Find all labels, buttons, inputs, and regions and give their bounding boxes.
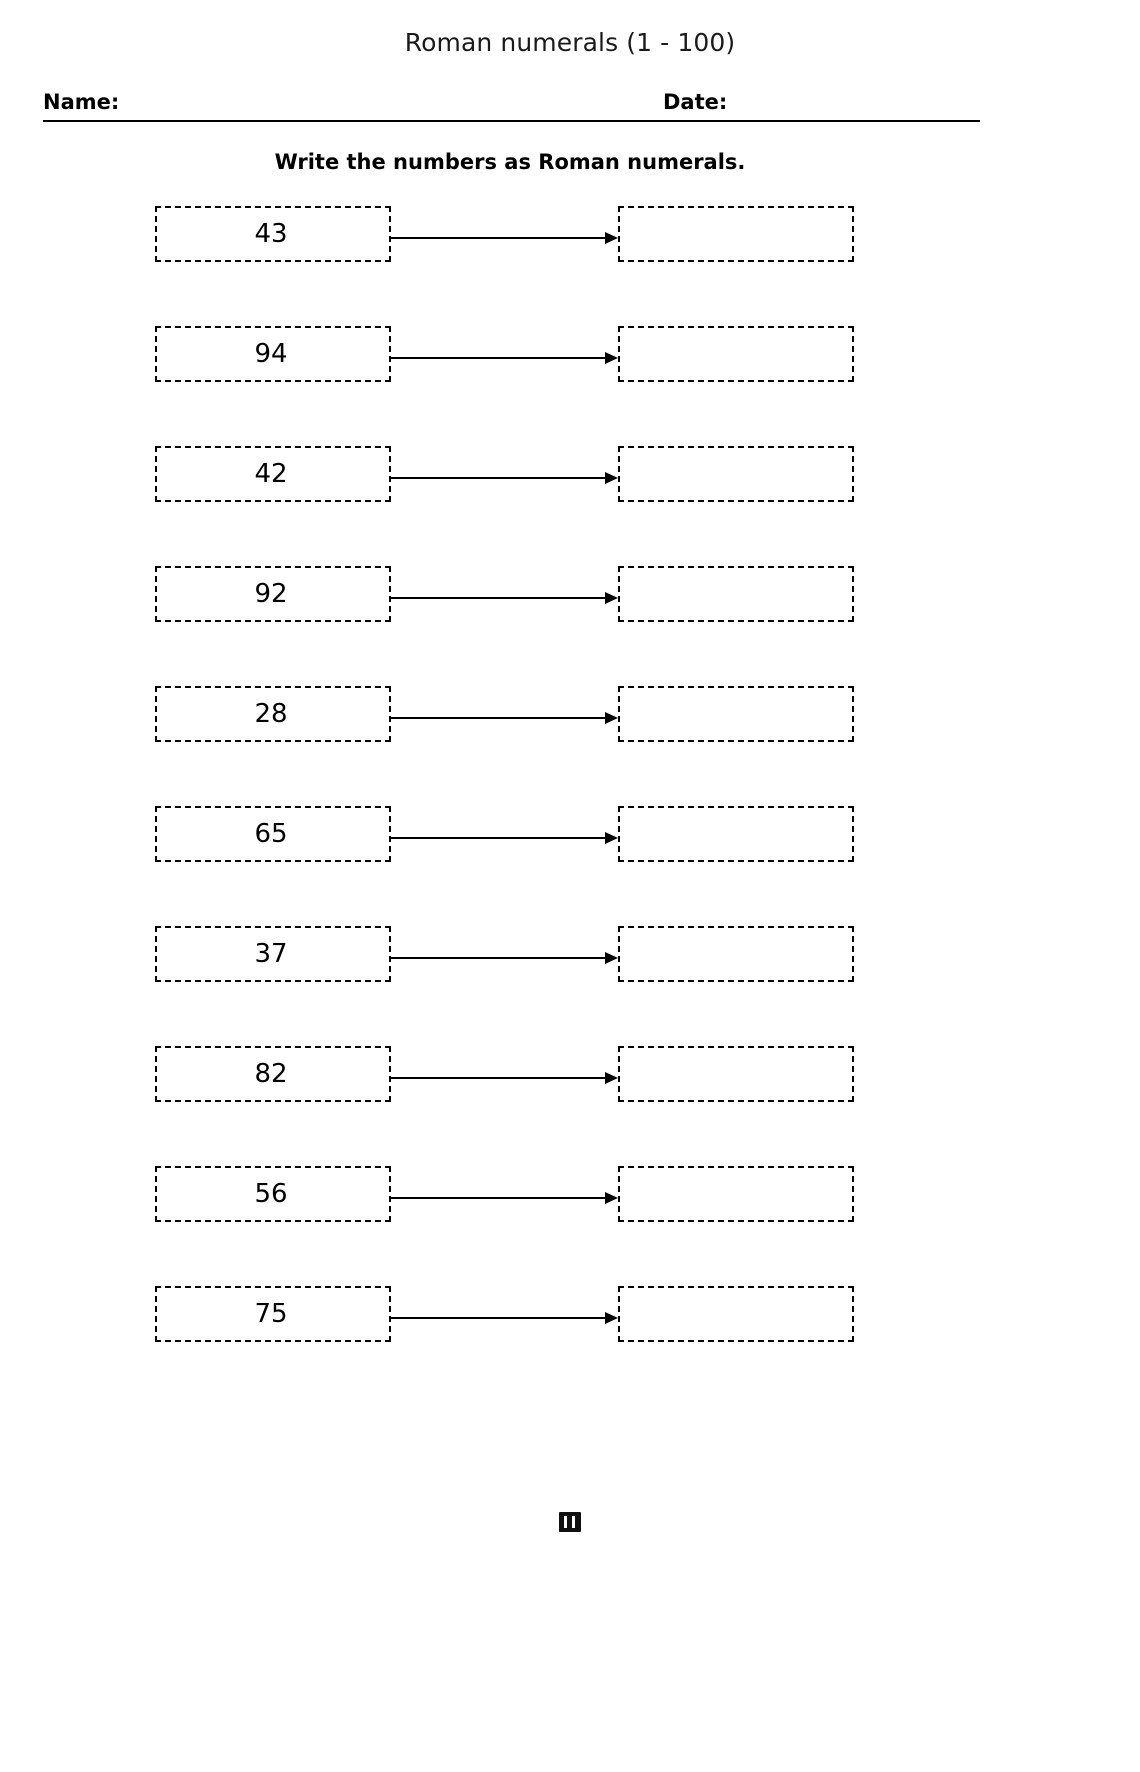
footer xyxy=(0,1512,1140,1536)
arrow-right-icon xyxy=(391,1192,618,1204)
prompt-number: 65 xyxy=(254,819,288,849)
answer-box[interactable] xyxy=(618,1046,854,1102)
answer-box[interactable] xyxy=(618,326,854,382)
arrow-right-icon xyxy=(391,952,618,964)
problem-row: 94 xyxy=(0,326,1140,446)
problem-row: 65 xyxy=(0,806,1140,926)
arrow-head xyxy=(605,232,618,244)
arrow-right-icon xyxy=(391,712,618,724)
arrow-head xyxy=(605,1072,618,1084)
arrow-head xyxy=(605,472,618,484)
problem-row: 92 xyxy=(0,566,1140,686)
arrow-head xyxy=(605,1312,618,1324)
prompt-number: 43 xyxy=(254,219,288,249)
prompt-number: 92 xyxy=(254,579,288,609)
problem-row: 75 xyxy=(0,1286,1140,1406)
problem-row: 82 xyxy=(0,1046,1140,1166)
arrow-line xyxy=(391,597,607,599)
arrow-line xyxy=(391,957,607,959)
arrow-right-icon xyxy=(391,1072,618,1084)
arrow-right-icon xyxy=(391,1312,618,1324)
arrow-right-icon xyxy=(391,832,618,844)
arrow-line xyxy=(391,477,607,479)
prompt-number: 56 xyxy=(254,1179,288,1209)
answer-box[interactable] xyxy=(618,926,854,982)
name-label: Name: xyxy=(43,90,120,114)
prompt-box: 65 xyxy=(155,806,391,862)
header-divider xyxy=(43,120,980,122)
prompt-box: 28 xyxy=(155,686,391,742)
answer-box[interactable] xyxy=(618,206,854,262)
arrow-head xyxy=(605,952,618,964)
answer-box[interactable] xyxy=(618,1286,854,1342)
problem-row: 28 xyxy=(0,686,1140,806)
arrow-line xyxy=(391,1077,607,1079)
arrow-head xyxy=(605,832,618,844)
arrow-line xyxy=(391,837,607,839)
logo-mark-icon xyxy=(559,1512,581,1532)
problem-row: 42 xyxy=(0,446,1140,566)
arrow-line xyxy=(391,237,607,239)
arrow-line xyxy=(391,717,607,719)
answer-box[interactable] xyxy=(618,446,854,502)
instruction-text: Write the numbers as Roman numerals. xyxy=(274,150,746,174)
prompt-box: 94 xyxy=(155,326,391,382)
arrow-line xyxy=(391,357,607,359)
prompt-number: 28 xyxy=(254,699,288,729)
prompt-box: 37 xyxy=(155,926,391,982)
answer-box[interactable] xyxy=(618,806,854,862)
prompt-box: 56 xyxy=(155,1166,391,1222)
arrow-head xyxy=(605,592,618,604)
answer-box[interactable] xyxy=(618,1166,854,1222)
prompt-number: 75 xyxy=(254,1299,288,1329)
prompt-box: 43 xyxy=(155,206,391,262)
answer-box[interactable] xyxy=(618,566,854,622)
date-label: Date: xyxy=(663,90,728,114)
problem-row: 37 xyxy=(0,926,1140,1046)
arrow-line xyxy=(391,1197,607,1199)
answer-box[interactable] xyxy=(618,686,854,742)
prompt-box: 92 xyxy=(155,566,391,622)
page-title: Roman numerals (1 - 100) xyxy=(404,28,736,57)
arrow-right-icon xyxy=(391,592,618,604)
prompt-box: 75 xyxy=(155,1286,391,1342)
prompt-number: 82 xyxy=(254,1059,288,1089)
prompt-number: 37 xyxy=(254,939,288,969)
arrow-head xyxy=(605,352,618,364)
problem-row: 56 xyxy=(0,1166,1140,1286)
arrow-right-icon xyxy=(391,232,618,244)
prompt-number: 94 xyxy=(254,339,288,369)
prompt-box: 42 xyxy=(155,446,391,502)
prompt-number: 42 xyxy=(254,459,288,489)
name-date-row: Name: Date: xyxy=(43,90,980,122)
arrow-line xyxy=(391,1317,607,1319)
arrow-right-icon xyxy=(391,352,618,364)
arrow-head xyxy=(605,712,618,724)
problem-list: 43 94 42 92 28 65 37 82 56 75 xyxy=(0,206,1140,1406)
arrow-right-icon xyxy=(391,472,618,484)
problem-row: 43 xyxy=(0,206,1140,326)
prompt-box: 82 xyxy=(155,1046,391,1102)
arrow-head xyxy=(605,1192,618,1204)
